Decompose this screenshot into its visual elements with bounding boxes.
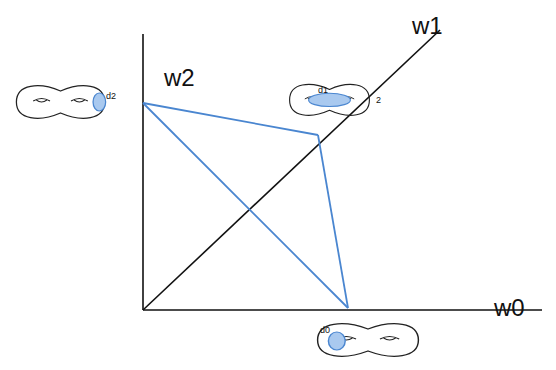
disk-label: d0 [320,326,330,335]
disk-label: d1 [318,86,328,95]
genus-two-surface [318,324,419,356]
genus-two-surface [290,84,370,115]
axis-label: w2 [164,66,195,90]
axis-label: w0 [494,296,525,320]
genus-two-surface [16,86,105,118]
axis-label: w1 [412,14,443,38]
blue-triangle [143,103,348,308]
axis-w2 [142,34,144,310]
axis-w1 [143,30,440,310]
axis-w0 [143,309,542,311]
note-label: 2 [376,96,381,105]
disk-label: d2 [106,92,116,101]
